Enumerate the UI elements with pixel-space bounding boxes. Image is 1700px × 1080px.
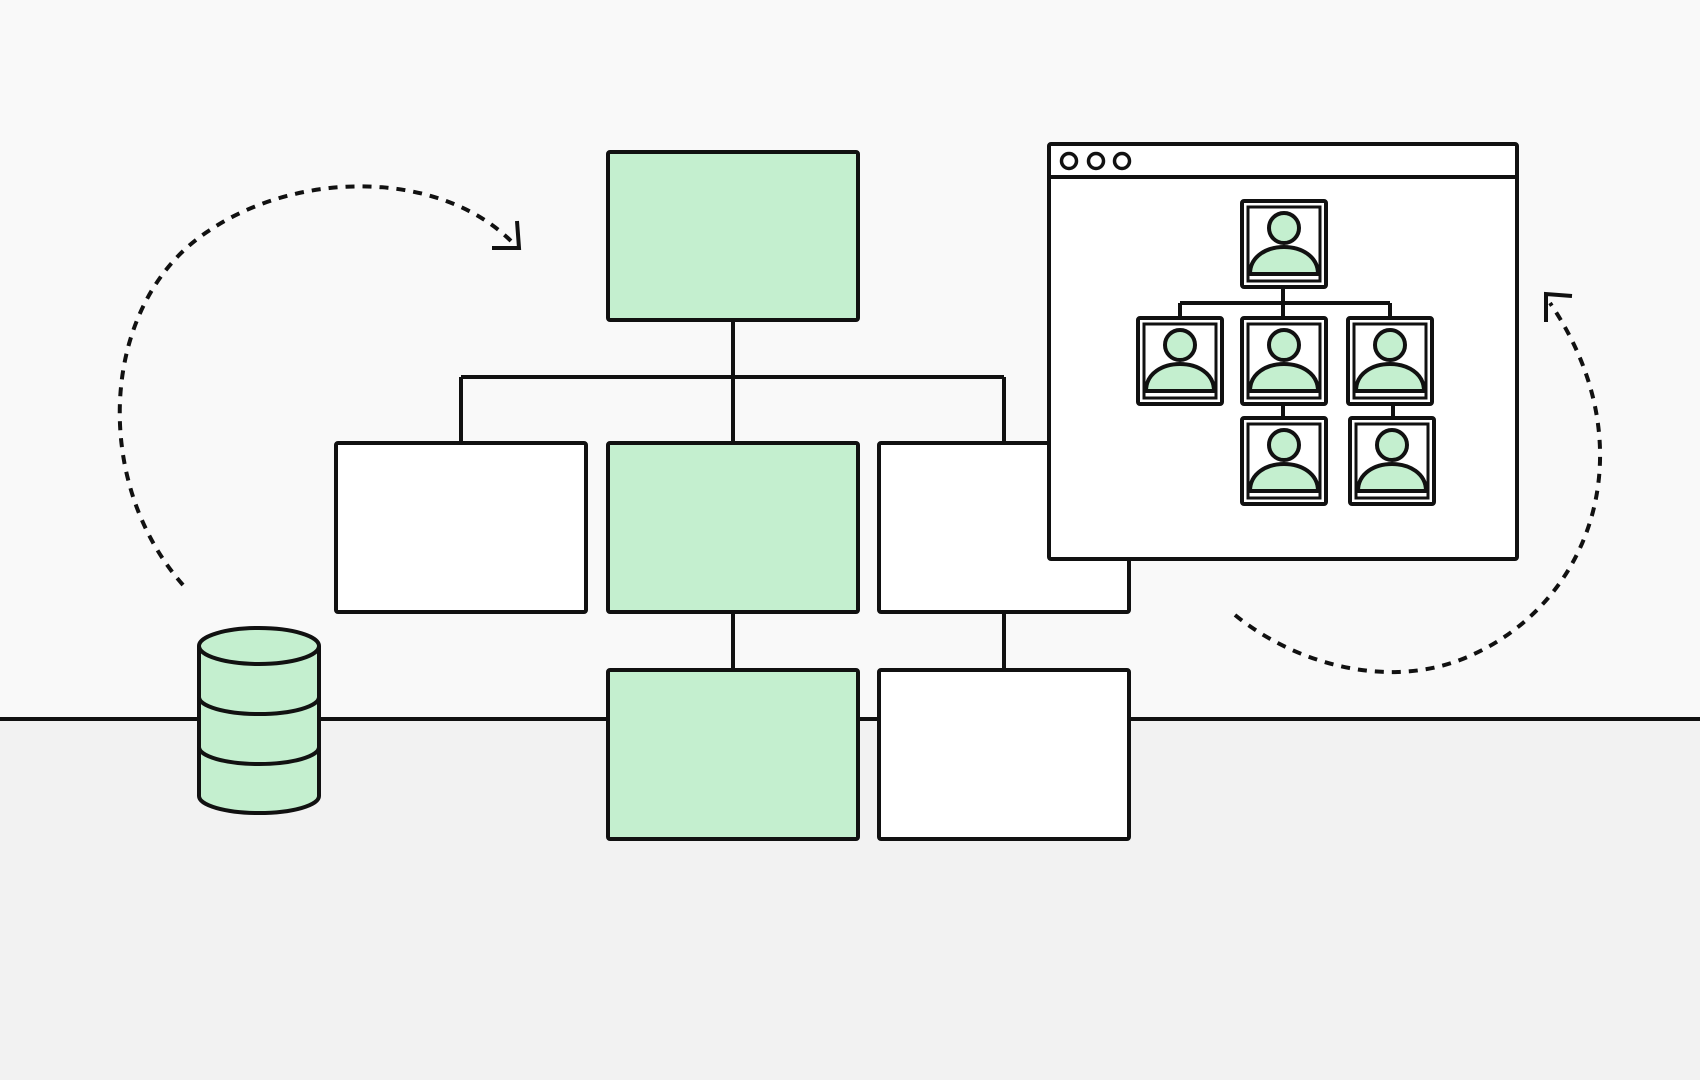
org-box-level2-left <box>334 441 588 614</box>
database-icon <box>197 626 321 815</box>
person-head <box>1163 328 1197 362</box>
org-chart-connectors <box>459 320 1006 670</box>
left-cycle-arrow-path <box>117 184 514 587</box>
person-card-level2-middle <box>1240 316 1328 406</box>
window-control-dot-3 <box>1112 151 1132 171</box>
person-body <box>1356 462 1428 493</box>
browser-window-icon <box>1047 142 1519 561</box>
person-icon <box>1248 211 1320 276</box>
person-body <box>1248 245 1320 276</box>
person-card-root <box>1240 199 1328 289</box>
person-icon <box>1354 328 1426 393</box>
person-head <box>1267 211 1301 245</box>
dotted-curved-arrow-icon <box>117 184 522 587</box>
person-card-level3-right <box>1348 416 1436 506</box>
person-card-level3-left <box>1240 416 1328 506</box>
org-box-level3-left <box>606 668 860 841</box>
database-top <box>197 626 321 666</box>
org-box-level3-right <box>877 668 1131 841</box>
person-icon <box>1248 428 1320 493</box>
person-icon <box>1356 428 1428 493</box>
people-tree-connectors <box>1178 288 1395 418</box>
person-body <box>1354 362 1426 393</box>
left-cycle-arrow-head <box>492 220 522 250</box>
person-icon <box>1144 328 1216 393</box>
person-head <box>1267 328 1301 362</box>
window-control-dot-1 <box>1059 151 1079 171</box>
dotted-curved-arrow-icon <box>1233 291 1603 674</box>
right-cycle-arrow-path <box>1233 301 1603 674</box>
person-icon <box>1248 328 1320 393</box>
person-head <box>1375 428 1409 462</box>
database-layer-line-2 <box>197 746 321 766</box>
person-head <box>1267 428 1301 462</box>
database-layer-line-1 <box>197 696 321 716</box>
org-box-root <box>606 150 860 322</box>
person-card-level2-right <box>1346 316 1434 406</box>
person-head <box>1373 328 1407 362</box>
window-control-dot-2 <box>1086 151 1106 171</box>
right-cycle-arrow-head <box>1544 291 1573 322</box>
person-card-level2-left <box>1136 316 1224 406</box>
person-body <box>1144 362 1216 393</box>
person-body <box>1248 462 1320 493</box>
database-body <box>197 646 321 815</box>
org-box-level2-middle <box>606 441 860 614</box>
people-tree <box>1136 199 1436 506</box>
person-body <box>1248 362 1320 393</box>
